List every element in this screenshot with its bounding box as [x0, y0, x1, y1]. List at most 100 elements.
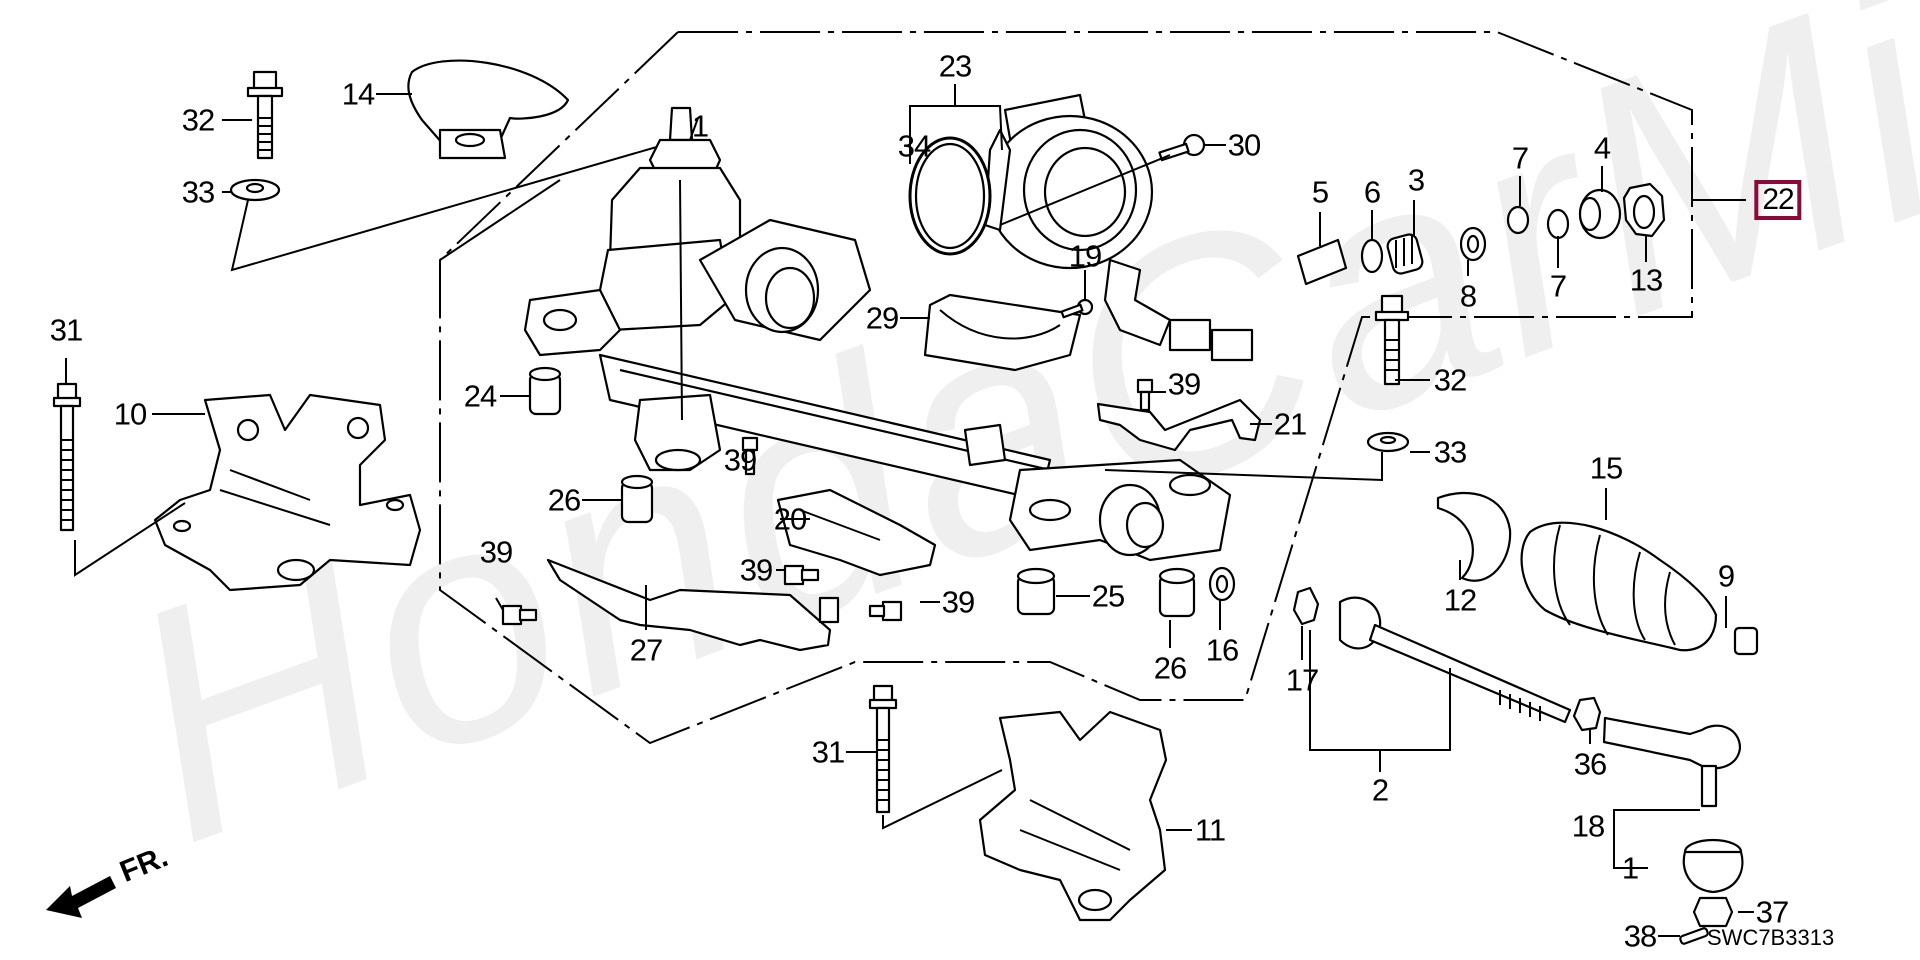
- callout-7[interactable]: 7: [1511, 140, 1529, 176]
- arrow-left-icon: [46, 876, 116, 918]
- callout-25[interactable]: 25: [1091, 578, 1125, 614]
- callout-9[interactable]: 9: [1717, 558, 1735, 594]
- part-32-bolt[interactable]: [1374, 294, 1410, 386]
- callout-24[interactable]: 24: [463, 378, 497, 414]
- part-26-bushing[interactable]: [1158, 567, 1196, 618]
- callout-31[interactable]: 31: [49, 312, 83, 348]
- callout-16[interactable]: 16: [1205, 632, 1239, 668]
- callout-8[interactable]: 8: [1459, 278, 1477, 314]
- part-38-cotter-pin[interactable]: [1679, 927, 1709, 945]
- part-15-boot[interactable]: [1520, 521, 1718, 652]
- callout-15[interactable]: 15: [1589, 450, 1623, 486]
- callout-38[interactable]: 38: [1623, 918, 1657, 954]
- leader-line: [882, 769, 1003, 830]
- callout-31[interactable]: 31: [811, 734, 845, 770]
- part-29-cover[interactable]: [923, 293, 1082, 372]
- part-12-band[interactable]: [1436, 491, 1512, 582]
- callout-12[interactable]: 12: [1443, 582, 1477, 618]
- callout-1[interactable]: 1: [1621, 850, 1639, 886]
- callout-32[interactable]: 32: [181, 102, 215, 138]
- part-39-bolt[interactable]: [501, 604, 538, 626]
- part-3-spring[interactable]: [1386, 233, 1424, 276]
- callout-33[interactable]: 33: [181, 174, 215, 210]
- part-10-bracket[interactable]: [153, 393, 422, 592]
- part-8-washer[interactable]: [1459, 226, 1487, 262]
- callout-18[interactable]: 18: [1571, 808, 1605, 844]
- part-7-locknut[interactable]: [1546, 208, 1570, 240]
- leader-line: [74, 502, 186, 577]
- callout-3[interactable]: 3: [1407, 162, 1425, 198]
- part-21-bracket[interactable]: [1096, 398, 1262, 452]
- callout-6[interactable]: 6: [1363, 174, 1381, 210]
- callout-29[interactable]: 29: [865, 300, 899, 336]
- callout-20[interactable]: 20: [773, 501, 807, 537]
- part-24-bushing[interactable]: [528, 366, 562, 416]
- part-2-tierod[interactable]: [1338, 596, 1572, 724]
- callout-17[interactable]: 17: [1285, 662, 1319, 698]
- callout-34[interactable]: 34: [897, 128, 931, 164]
- part-gearbox-housing[interactable]: [523, 106, 1232, 562]
- part-39-bolt[interactable]: [868, 600, 903, 622]
- callout-10[interactable]: 10: [113, 396, 147, 432]
- part-31-bolt[interactable]: [52, 382, 82, 532]
- callout-22[interactable]: 22: [1754, 180, 1802, 220]
- part-9-clip[interactable]: [1733, 626, 1759, 656]
- part-7-locknut[interactable]: [1506, 205, 1530, 235]
- callout-4[interactable]: 4: [1593, 130, 1611, 166]
- callout-14[interactable]: 14: [341, 76, 375, 112]
- callout-27[interactable]: 27: [629, 632, 663, 668]
- part-26-bushing[interactable]: [620, 474, 654, 524]
- part-27-shield[interactable]: [546, 558, 840, 652]
- callout-11[interactable]: 11: [1194, 812, 1226, 848]
- part-18-tierod-end[interactable]: [1602, 716, 1742, 808]
- callout-26[interactable]: 26: [1153, 650, 1187, 686]
- part-23-motor[interactable]: [983, 93, 1254, 362]
- part-11-bracket[interactable]: [978, 710, 1168, 922]
- callout-21[interactable]: 21: [1273, 406, 1307, 442]
- part-39-bolt[interactable]: [783, 564, 820, 586]
- part-37-nut[interactable]: [1692, 896, 1734, 928]
- callout-39[interactable]: 39: [739, 552, 773, 588]
- callout-13[interactable]: 13: [1629, 262, 1663, 298]
- callout-30[interactable]: 30: [1227, 127, 1261, 163]
- leader-line: [439, 179, 561, 261]
- callout-5[interactable]: 5: [1311, 174, 1329, 210]
- part-19-screw[interactable]: [1060, 298, 1094, 319]
- part-17-washer[interactable]: [1292, 586, 1320, 626]
- part-31-bolt[interactable]: [868, 684, 898, 814]
- part-30-bolt[interactable]: [1158, 133, 1206, 162]
- callout-32[interactable]: 32: [1433, 362, 1467, 398]
- part-16-washer[interactable]: [1208, 566, 1236, 602]
- part-33-washer[interactable]: [1366, 431, 1410, 453]
- part-33-washer[interactable]: [229, 178, 281, 202]
- assembly-boundary: [439, 31, 1693, 745]
- callout-36[interactable]: 36: [1573, 746, 1607, 782]
- callout-2[interactable]: 2: [1371, 772, 1389, 808]
- part-36-nut[interactable]: [1572, 696, 1602, 732]
- part-13-nut[interactable]: [1622, 182, 1666, 238]
- callout-1[interactable]: 1: [691, 108, 709, 144]
- front-direction-marker: FR.: [40, 840, 190, 928]
- part-39-bolt[interactable]: [741, 436, 759, 476]
- callout-7[interactable]: 7: [1549, 268, 1567, 304]
- part-14-boot[interactable]: [407, 59, 570, 160]
- part-25-bushing[interactable]: [1016, 567, 1056, 616]
- callout-39[interactable]: 39: [941, 584, 975, 620]
- callout-39[interactable]: 39: [723, 442, 757, 478]
- leader-lines: [65, 93, 1754, 937]
- callout-23[interactable]: 23: [938, 48, 972, 84]
- part-6-oring[interactable]: [1360, 238, 1384, 274]
- callout-26[interactable]: 26: [547, 482, 581, 518]
- part-1-dust-boot[interactable]: [1682, 838, 1744, 894]
- part-39-bolt[interactable]: [1136, 378, 1154, 412]
- callout-33[interactable]: 33: [1433, 434, 1467, 470]
- callout-39[interactable]: 39: [479, 534, 513, 570]
- part-4-cap[interactable]: [1578, 188, 1622, 240]
- part-32-bolt[interactable]: [246, 70, 284, 160]
- callout-37[interactable]: 37: [1755, 894, 1789, 930]
- callout-19[interactable]: 19: [1068, 238, 1102, 274]
- part-20-protector[interactable]: [776, 488, 937, 577]
- callout-39[interactable]: 39: [1167, 366, 1201, 402]
- part-34-oring[interactable]: [908, 136, 992, 256]
- part-5-guide[interactable]: [1296, 238, 1348, 286]
